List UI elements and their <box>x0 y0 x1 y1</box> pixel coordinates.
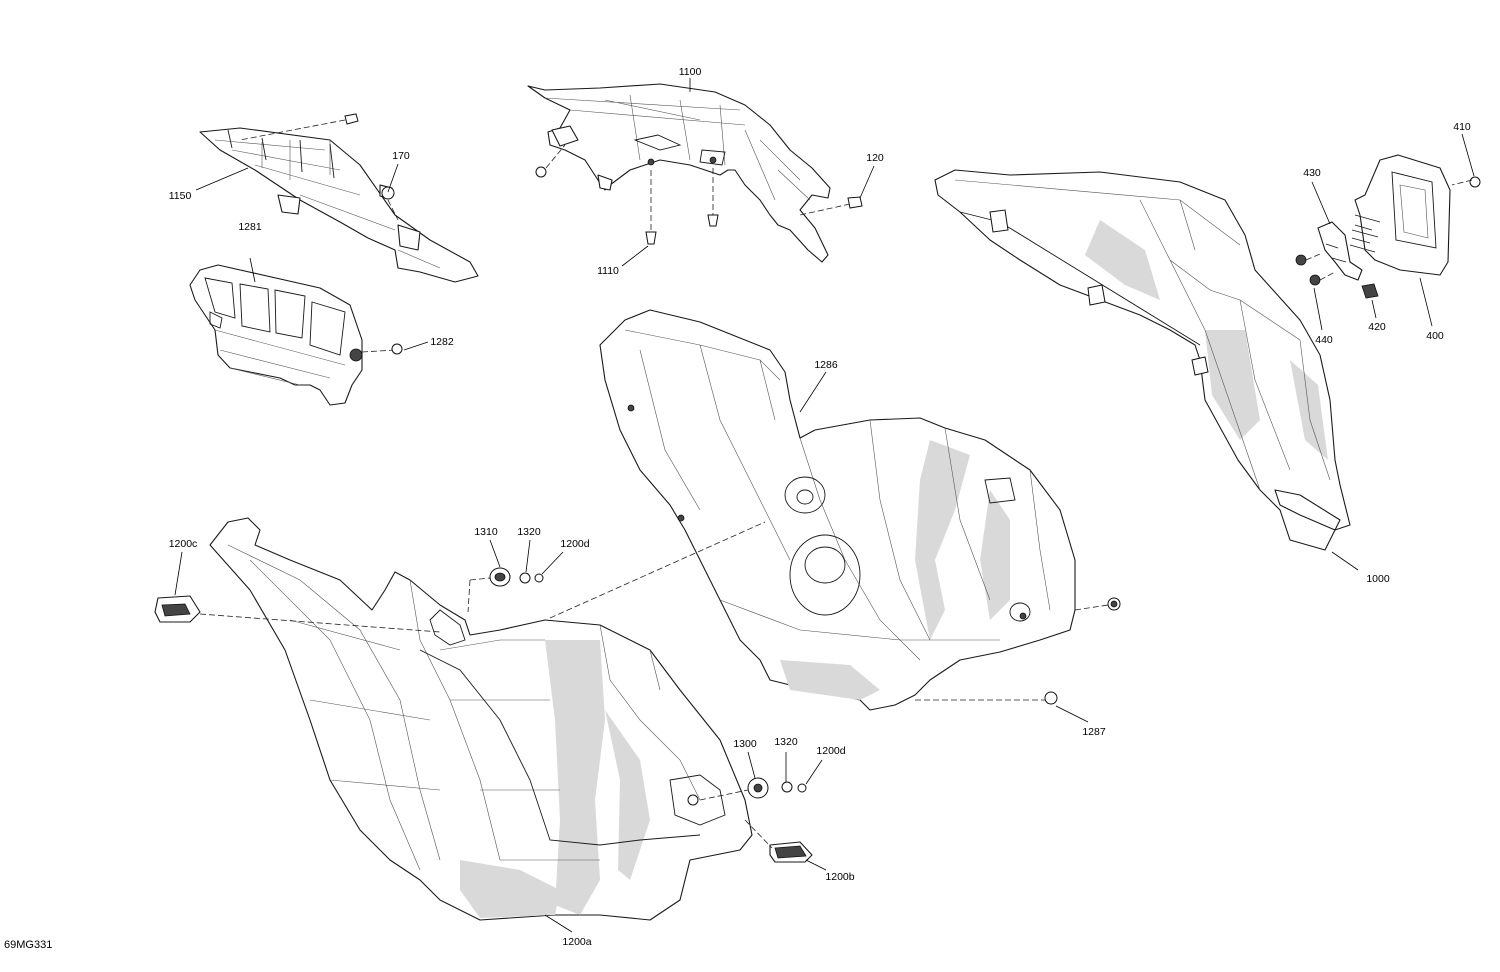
callout-1200d-lower: 1200d <box>816 745 845 757</box>
nuts-440 <box>1295 253 1336 286</box>
part-400-frame <box>1349 154 1451 276</box>
callout-1150: 1150 <box>169 190 192 202</box>
washer-1320-upper <box>519 572 531 584</box>
fastener-410 <box>1451 176 1481 188</box>
bracket-430 <box>1317 221 1363 281</box>
part-1100-bracket <box>527 83 831 263</box>
callout-1300: 1300 <box>733 738 757 750</box>
callout-1200b: 1200b <box>825 871 854 883</box>
callout-430: 430 <box>1303 167 1321 179</box>
callout-1200c: 1200c <box>169 538 198 550</box>
callout-1100: 1100 <box>679 66 702 78</box>
callout-1282: 1282 <box>430 336 454 348</box>
grommet-1300 <box>747 777 769 799</box>
callout-1200d-upper: 1200d <box>560 538 589 550</box>
part-1281-grille <box>189 264 363 406</box>
screw-upper-1150 <box>239 113 359 141</box>
fasteners-1100 <box>535 144 863 245</box>
screw-170 <box>381 186 399 221</box>
washer-1282 <box>349 343 403 362</box>
washer-1320-lower <box>781 781 793 793</box>
callout-1310: 1310 <box>474 526 498 538</box>
callout-420: 420 <box>1368 321 1386 333</box>
callout-170: 170 <box>392 150 410 162</box>
figure-code: 69MG331 <box>4 939 52 951</box>
callout-1320-upper: 1320 <box>517 526 541 538</box>
grommet-1310 <box>489 567 511 587</box>
part-1000-side-panel <box>934 169 1351 551</box>
washer-1287-bottom <box>915 691 1058 705</box>
callout-400: 400 <box>1426 330 1444 342</box>
screw-1200d-upper <box>534 573 544 583</box>
callout-1000: 1000 <box>1366 573 1390 585</box>
callout-1320-lower: 1320 <box>774 736 798 748</box>
part-1150-bracket <box>199 127 479 283</box>
callout-120: 120 <box>866 152 884 164</box>
washer-1287-right <box>1074 597 1121 611</box>
clip-420 <box>1361 283 1379 299</box>
part-1286-inner-panel <box>599 309 1076 711</box>
callout-440: 440 <box>1315 334 1333 346</box>
callout-410: 410 <box>1453 121 1471 133</box>
callout-1286: 1286 <box>814 359 838 371</box>
screw-1200d-lower <box>797 783 807 793</box>
part-1200a-side-panel <box>209 517 753 921</box>
bumper-1200b <box>744 819 813 863</box>
callout-1200a: 1200a <box>562 936 591 948</box>
callout-1281: 1281 <box>238 221 262 233</box>
callout-1110: 1110 <box>597 265 619 277</box>
bumper-1200c <box>154 595 441 633</box>
callout-1287: 1287 <box>1082 726 1106 738</box>
callout-labels: 1100 1150 170 120 1110 1281 1282 410 430… <box>169 66 1471 948</box>
